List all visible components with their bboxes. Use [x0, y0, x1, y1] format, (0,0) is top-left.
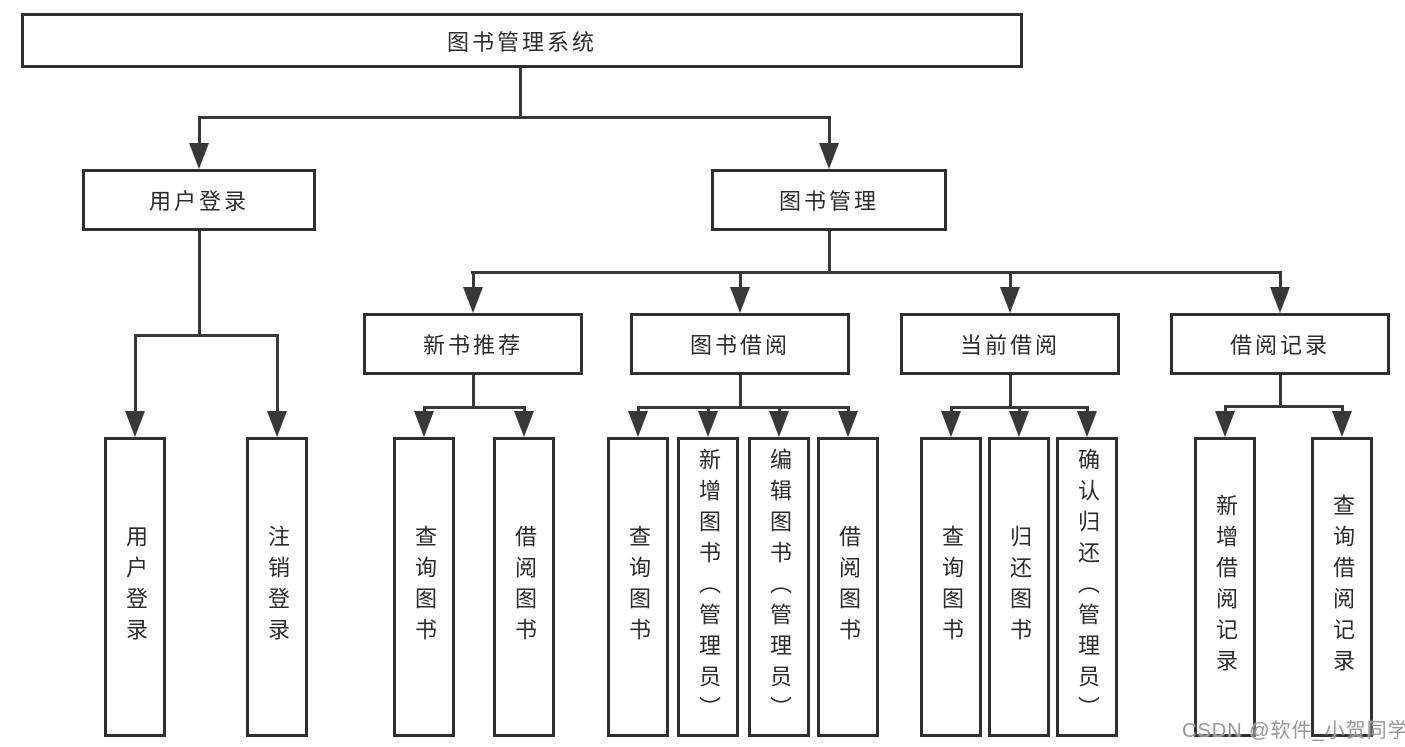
csdn-watermark: CSDN @软件_小贺同学 [1182, 720, 1405, 742]
leaf-edit-book-admin: 编辑图书（管理员） [748, 437, 810, 737]
arrowhead-down [125, 411, 145, 437]
leaf-borrow-book-label: 借阅图书 [836, 525, 861, 649]
connector-stem [1018, 406, 1021, 414]
arrowhead-down [267, 411, 287, 437]
connector-stem [1224, 405, 1227, 414]
connector-stem [950, 406, 953, 414]
arrowhead-down [819, 143, 839, 169]
leaf-logout: 注销登录 [246, 437, 308, 737]
leaf-return-book: 归还图书 [988, 437, 1050, 737]
arrowhead-down [941, 411, 961, 437]
leaf-query-borrow-record-label: 查询借阅记录 [1330, 494, 1355, 680]
leaf-add-book-admin: 新增图书（管理员） [677, 437, 739, 737]
leaf-query-book-borrow: 查询图书 [607, 437, 669, 737]
arrowhead-down [514, 411, 534, 437]
arrowhead-down [1000, 287, 1020, 313]
arrowhead-down [189, 143, 209, 169]
leaf-borrow-book: 借阅图书 [817, 437, 879, 737]
leaf-add-book-admin-label: 新增图书（管理员） [696, 447, 721, 727]
node-library-system: 图书管理系统 [21, 13, 1023, 68]
leaf-user-login: 用户登录 [104, 437, 166, 737]
connector-stem [1086, 406, 1089, 414]
connector-stem [828, 116, 831, 145]
connector-stem [1341, 405, 1344, 414]
connector-bookmgmt-bus [471, 271, 1281, 274]
connector-stem [778, 406, 781, 414]
node-new-book-recommend: 新书推荐 [363, 313, 583, 375]
node-borrow-records: 借阅记录 [1170, 313, 1390, 375]
connector-userlogin-bus [134, 334, 279, 337]
leaf-confirm-return-admin-label: 确认归还（管理员） [1075, 447, 1100, 727]
connector-stem [1279, 271, 1282, 289]
connector-bookmgmt-stem [828, 231, 831, 273]
connector-stem [523, 406, 526, 414]
arrowhead-down [1215, 411, 1235, 437]
connector-stem [707, 406, 710, 414]
arrowhead-down [1009, 411, 1029, 437]
arrowhead-down [1077, 411, 1097, 437]
leaf-query-book-recommend: 查询图书 [393, 437, 455, 737]
connector-stem [847, 406, 850, 414]
leaf-user-login-label: 用户登录 [123, 525, 148, 649]
arrowhead-down [414, 411, 434, 437]
connector-stem [423, 406, 426, 414]
connector-stem [637, 406, 640, 414]
arrowhead-down [730, 287, 750, 313]
leaf-borrow-book-recommend-label: 借阅图书 [512, 525, 537, 649]
connector-stem [1009, 271, 1012, 289]
leaf-query-book-current-label: 查询图书 [939, 525, 964, 649]
leaf-add-borrow-record-label: 新增借阅记录 [1213, 494, 1238, 680]
node-book-management: 图书管理 [711, 169, 947, 231]
leaf-add-borrow-record: 新增借阅记录 [1194, 437, 1256, 737]
connector-userlogin-stem [198, 231, 201, 337]
connector-newbook-bus [423, 406, 526, 409]
connector-borrowrecord-stem [1279, 375, 1282, 408]
leaf-query-book-borrow-label: 查询图书 [626, 525, 651, 649]
leaf-query-book-recommend-label: 查询图书 [412, 525, 437, 649]
connector-stem [198, 116, 201, 145]
arrowhead-down [463, 287, 483, 313]
connector-bookborrow-stem [739, 375, 742, 408]
connector-bookborrow-bus [637, 406, 850, 409]
connector-root-bus [198, 116, 831, 119]
connector-stem [276, 334, 279, 413]
arrowhead-down [1270, 287, 1290, 313]
connector-root-stem [519, 68, 522, 119]
node-book-borrow: 图书借阅 [630, 313, 850, 375]
leaf-edit-book-admin-label: 编辑图书（管理员） [767, 447, 792, 727]
connector-stem [472, 271, 475, 289]
leaf-query-borrow-record: 查询借阅记录 [1311, 437, 1373, 737]
node-current-borrow: 当前借阅 [900, 313, 1120, 375]
leaf-logout-label: 注销登录 [265, 525, 290, 649]
connector-borrowrecord-bus [1224, 405, 1344, 408]
connector-newbook-stem [472, 375, 475, 408]
arrowhead-down [1332, 411, 1352, 437]
connector-stem [739, 271, 742, 289]
arrowhead-down [769, 411, 789, 437]
connector-currentborrow-stem [1009, 375, 1012, 408]
leaf-borrow-book-recommend: 借阅图书 [493, 437, 555, 737]
connector-stem [134, 334, 137, 413]
leaf-query-book-current: 查询图书 [920, 437, 982, 737]
node-user-login: 用户登录 [82, 169, 316, 231]
arrowhead-down [628, 411, 648, 437]
arrowhead-down [698, 411, 718, 437]
arrowhead-down [838, 411, 858, 437]
leaf-confirm-return-admin: 确认归还（管理员） [1056, 437, 1118, 737]
leaf-return-book-label: 归还图书 [1007, 525, 1032, 649]
